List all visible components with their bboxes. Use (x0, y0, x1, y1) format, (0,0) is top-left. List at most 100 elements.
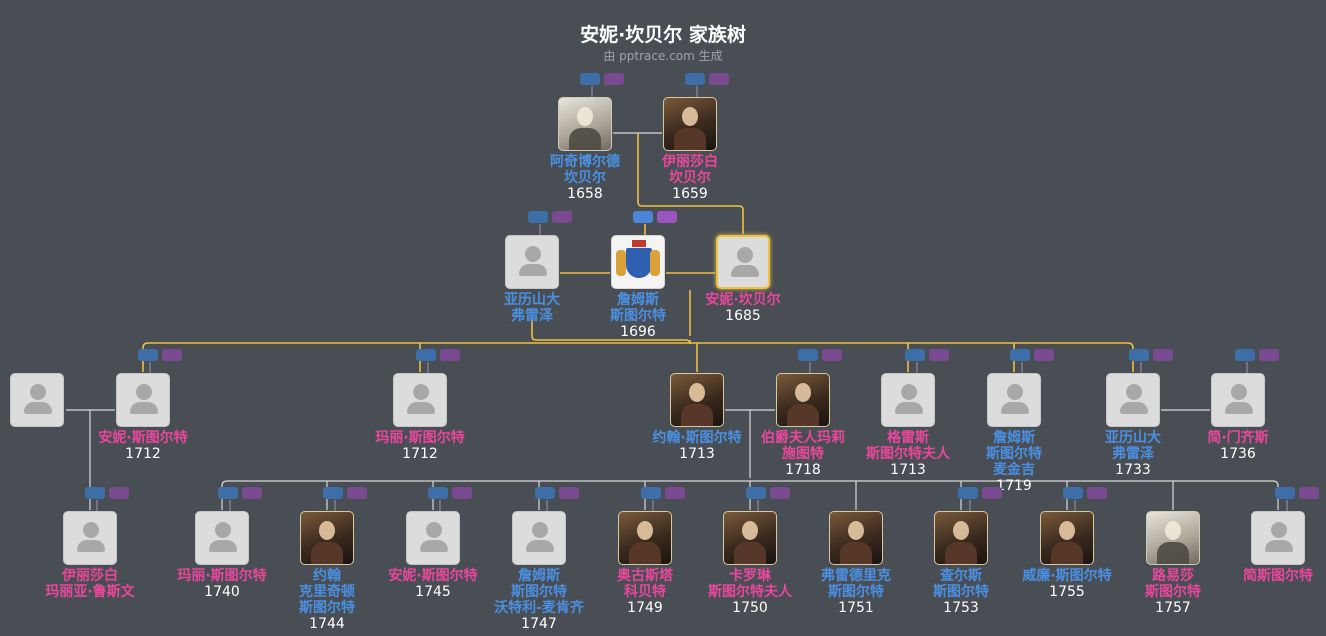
expand-father-button[interactable] (1063, 487, 1083, 499)
person-name[interactable]: 查尔斯 (940, 568, 982, 584)
expand-mother-button[interactable] (559, 487, 579, 499)
expand-mother-button[interactable] (452, 487, 472, 499)
expand-mother-button[interactable] (929, 349, 949, 361)
expand-father-button[interactable] (416, 349, 436, 361)
avatar-placeholder-icon[interactable] (716, 235, 770, 289)
expand-mother-button[interactable] (822, 349, 842, 361)
expand-mother-button[interactable] (440, 349, 460, 361)
person-name[interactable]: 威廉·斯图尔特 (1022, 568, 1112, 584)
expand-mother-button[interactable] (1087, 487, 1107, 499)
expand-mother-button[interactable] (347, 487, 367, 499)
expand-father-button[interactable] (580, 73, 600, 85)
portrait-photo[interactable] (776, 373, 830, 427)
expand-father-button[interactable] (1010, 349, 1030, 361)
expand-father-button[interactable] (535, 487, 555, 499)
person-name[interactable]: 约翰·斯图尔特 (652, 430, 742, 446)
person-node-p6[interactable] (0, 373, 97, 427)
expand-father-button[interactable] (1275, 487, 1295, 499)
portrait-photo[interactable] (723, 511, 777, 565)
person-name[interactable]: 奥古斯塔 (617, 568, 673, 584)
avatar-placeholder-icon[interactable] (1106, 373, 1160, 427)
expand-father-button[interactable] (641, 487, 661, 499)
person-name[interactable]: 安妮·斯图尔特 (98, 430, 188, 446)
person-name[interactable]: 亚历山大 (1105, 430, 1161, 446)
person-name[interactable]: 詹姆斯 (993, 430, 1035, 446)
person-name[interactable]: 施图特 (782, 446, 824, 462)
portrait-photo[interactable] (618, 511, 672, 565)
person-name[interactable]: 坎贝尔 (669, 170, 711, 186)
person-name[interactable]: 简斯图尔特 (1243, 568, 1313, 584)
person-name[interactable]: 格雷斯 (887, 430, 929, 446)
expand-mother-button[interactable] (665, 487, 685, 499)
person-name[interactable]: 玛丽·斯图尔特 (177, 568, 267, 584)
person-name[interactable]: 斯图尔特 (610, 308, 666, 324)
avatar-placeholder-icon[interactable] (1251, 511, 1305, 565)
expand-father-button[interactable] (905, 349, 925, 361)
person-name[interactable]: 斯图尔特夫人 (708, 584, 792, 600)
avatar-placeholder-icon[interactable] (63, 511, 117, 565)
person-name[interactable]: 科贝特 (624, 584, 666, 600)
avatar-placeholder-icon[interactable] (505, 235, 559, 289)
person-name[interactable]: 简·门齐斯 (1207, 430, 1269, 446)
expand-father-button[interactable] (218, 487, 238, 499)
avatar-placeholder-icon[interactable] (406, 511, 460, 565)
person-name[interactable]: 坎贝尔 (564, 170, 606, 186)
expand-mother-button[interactable] (657, 211, 677, 223)
expand-father-button[interactable] (798, 349, 818, 361)
expand-mother-button[interactable] (242, 487, 262, 499)
expand-mother-button[interactable] (1034, 349, 1054, 361)
person-name[interactable]: 伯爵夫人玛莉 (761, 430, 845, 446)
person-node-p26[interactable]: 简斯图尔特 (1218, 511, 1326, 584)
person-name[interactable]: 玛丽·斯图尔特 (375, 430, 465, 446)
person-name[interactable]: 弗雷德里克 (821, 568, 891, 584)
person-name[interactable]: 伊丽莎白 (62, 568, 118, 584)
person-name[interactable]: 弗雷泽 (1112, 446, 1154, 462)
expand-father-button[interactable] (746, 487, 766, 499)
expand-father-button[interactable] (958, 487, 978, 499)
expand-mother-button[interactable] (1259, 349, 1279, 361)
person-name[interactable]: 麦金吉 (993, 462, 1035, 478)
expand-father-button[interactable] (85, 487, 105, 499)
person-name[interactable]: 斯图尔特 (828, 584, 884, 600)
expand-father-button[interactable] (633, 211, 653, 223)
person-name[interactable]: 斯图尔特 (299, 600, 355, 616)
portrait-photo[interactable] (670, 373, 724, 427)
avatar-placeholder-icon[interactable] (881, 373, 935, 427)
avatar-placeholder-icon[interactable] (195, 511, 249, 565)
person-name[interactable]: 亚历山大 (504, 292, 560, 308)
expand-mother-button[interactable] (1299, 487, 1319, 499)
expand-father-button[interactable] (1129, 349, 1149, 361)
person-name[interactable]: 安妮·坎贝尔 (705, 292, 781, 308)
expand-father-button[interactable] (323, 487, 343, 499)
expand-mother-button[interactable] (604, 73, 624, 85)
person-name[interactable]: 沃特利-麦肯齐 (494, 600, 584, 616)
expand-father-button[interactable] (685, 73, 705, 85)
portrait-photo[interactable] (300, 511, 354, 565)
portrait-photo[interactable] (934, 511, 988, 565)
avatar-placeholder-icon[interactable] (116, 373, 170, 427)
avatar-placeholder-icon[interactable] (10, 373, 64, 427)
portrait-photo[interactable] (829, 511, 883, 565)
person-name[interactable]: 斯图尔特 (933, 584, 989, 600)
avatar-placeholder-icon[interactable] (987, 373, 1041, 427)
person-name[interactable]: 阿奇博尔德 (550, 154, 620, 170)
person-node-p3[interactable]: 亚历山大弗雷泽 (472, 235, 592, 324)
expand-father-button[interactable] (138, 349, 158, 361)
portrait-photo[interactable] (1040, 511, 1094, 565)
person-name[interactable]: 詹姆斯 (617, 292, 659, 308)
person-node-p15[interactable]: 伊丽莎白玛丽亚·鲁斯文 (30, 511, 150, 600)
person-name[interactable]: 詹姆斯 (518, 568, 560, 584)
portrait-photo[interactable] (1146, 511, 1200, 565)
